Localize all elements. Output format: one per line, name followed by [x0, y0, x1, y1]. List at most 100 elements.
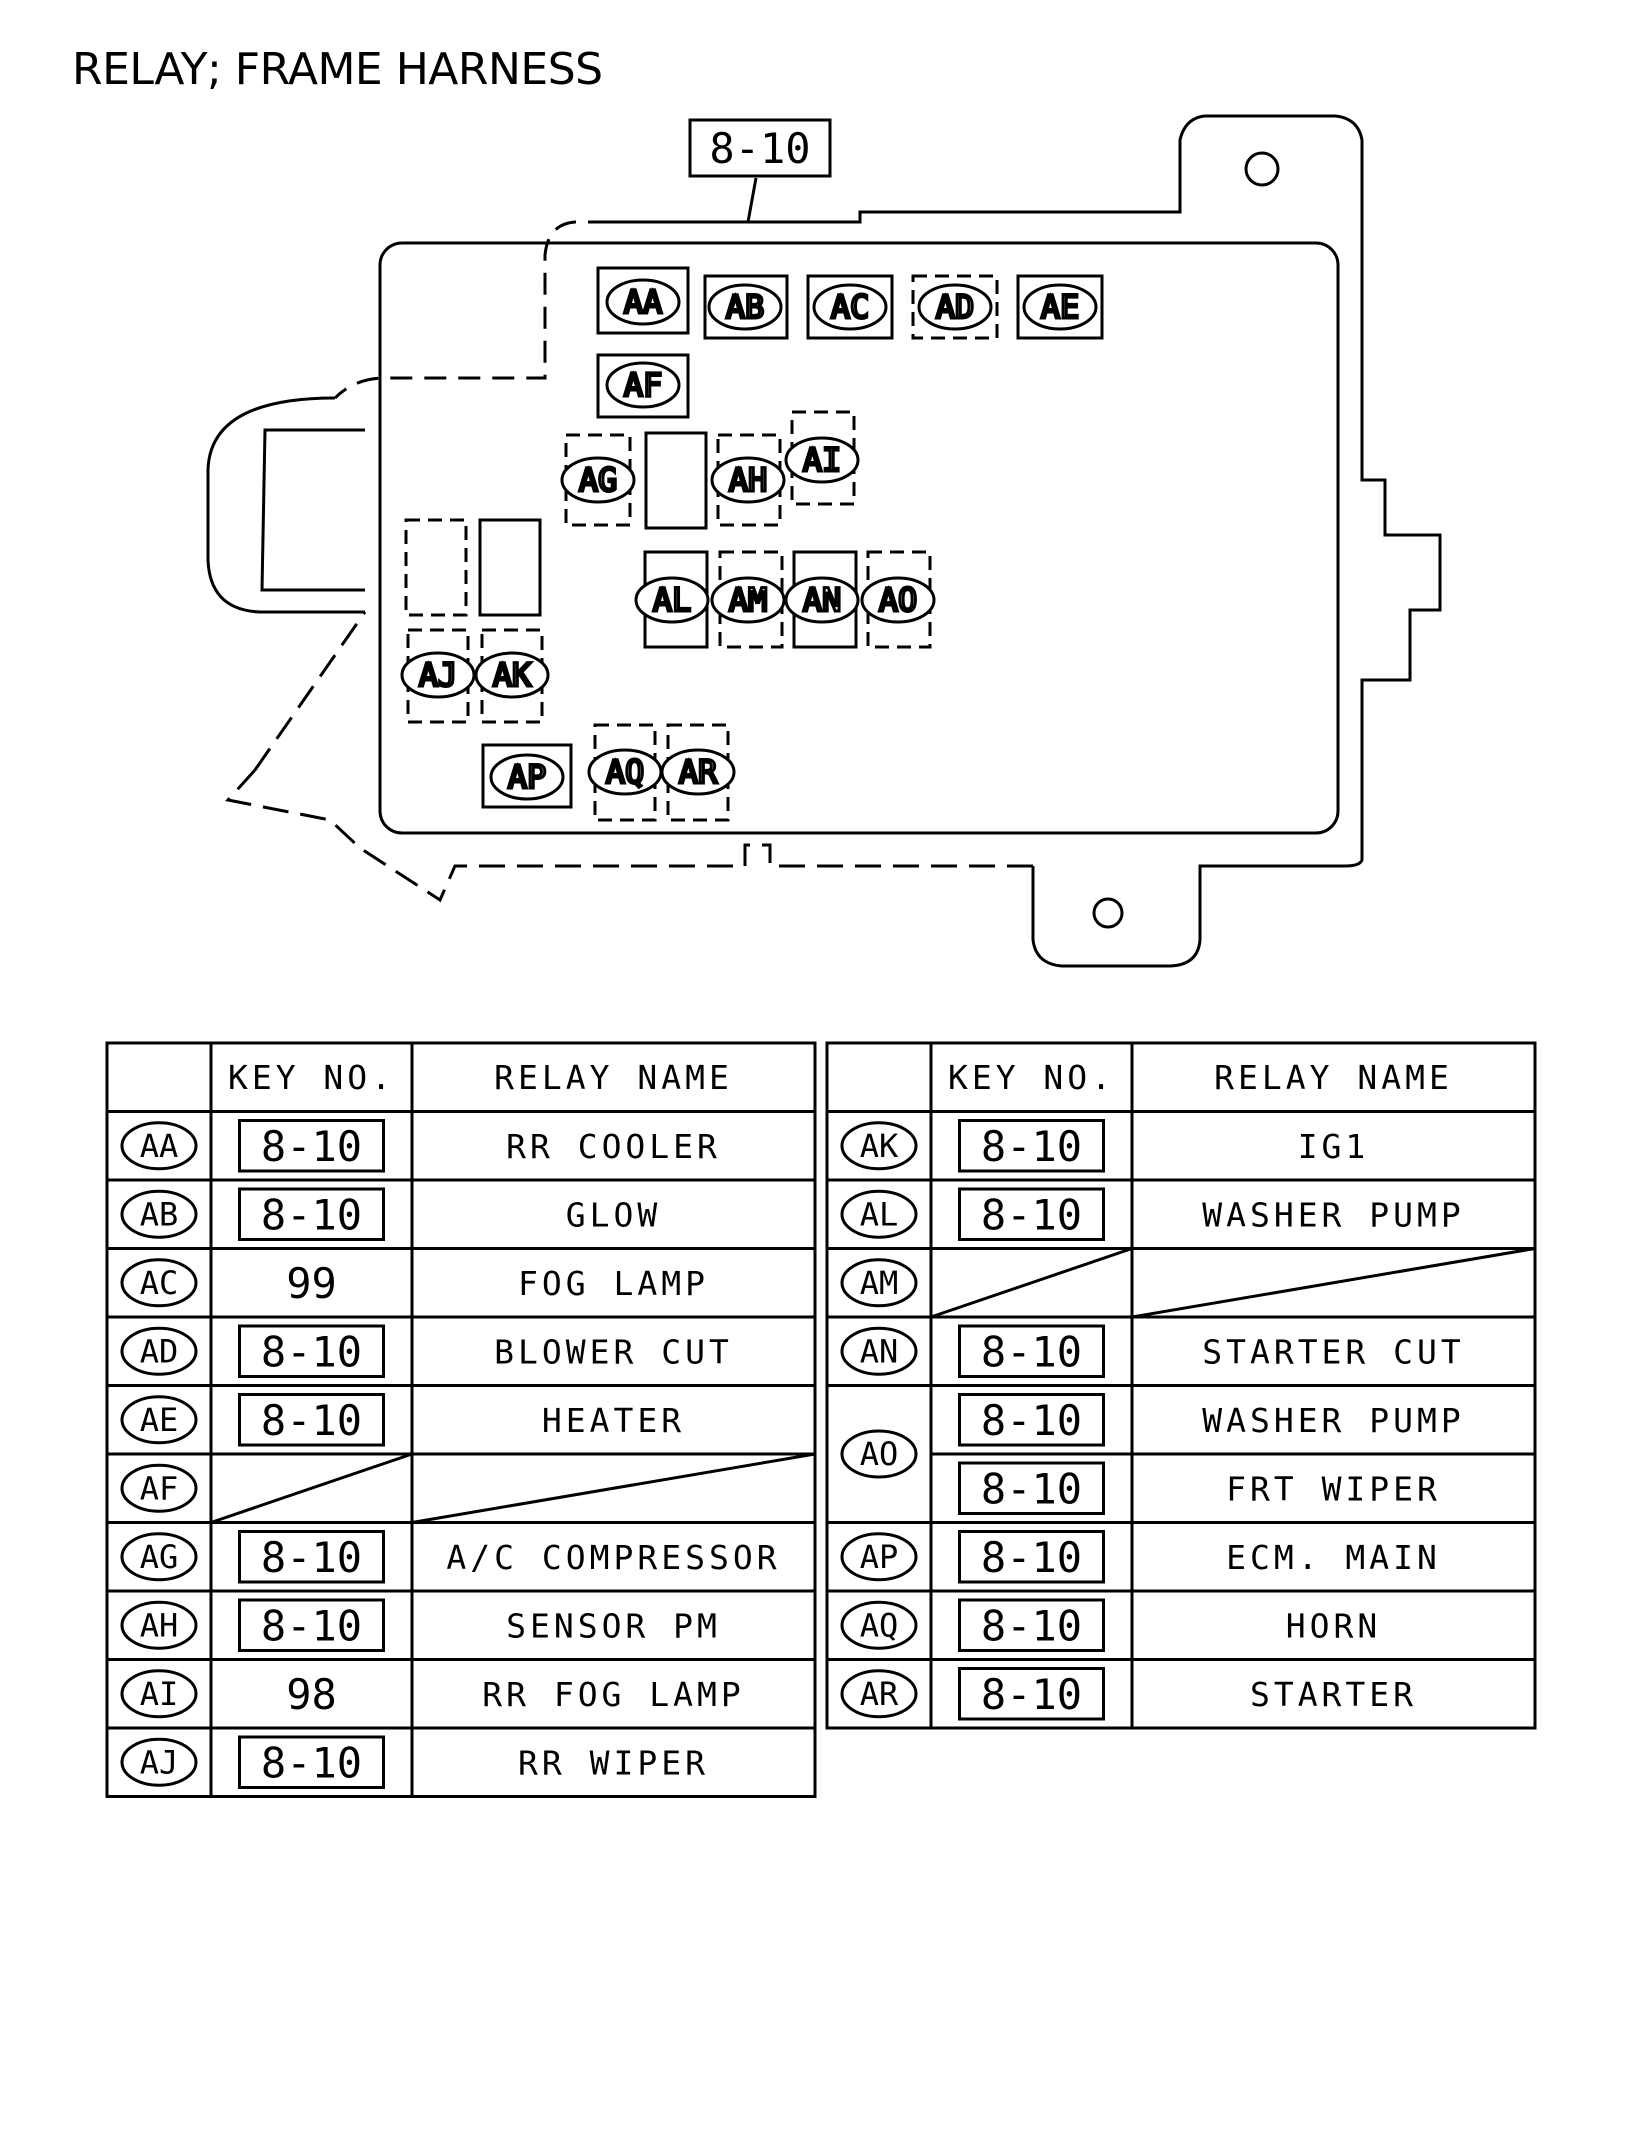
housing-right-dash: [1031, 700, 1364, 968]
relay-id-label: AA: [624, 283, 663, 321]
key-box: [238, 1530, 385, 1584]
inner-panel: [378, 241, 1340, 835]
row-id-al: AL: [840, 1189, 918, 1239]
key-number: 8-10: [261, 1738, 362, 1787]
relay-socket-ae: [1016, 274, 1104, 340]
key-box: [238, 1187, 385, 1241]
empty-name-slash: [1131, 1247, 1536, 1319]
relay-id-label: AR: [679, 753, 718, 791]
svg-text:AF: AF: [140, 1469, 179, 1507]
relay-socket-ab: [703, 274, 789, 340]
relay-marker-ag: AG: [560, 456, 636, 504]
relay-socket-ap: [481, 743, 573, 809]
relay-marker-aq: AQ: [587, 748, 663, 796]
relay-id-label: AN: [803, 581, 842, 619]
key-box: [958, 1187, 1105, 1241]
relay-marker-ae: AE: [1022, 283, 1098, 331]
relay-id-label: AQ: [606, 753, 645, 791]
key-box: [958, 1393, 1105, 1447]
relay-name: A/C COMPRESSOR: [446, 1538, 780, 1577]
empty-relay-socket: [478, 518, 542, 617]
key-box: [238, 1735, 385, 1789]
key-box: [958, 1119, 1105, 1173]
relay-socket-aj: [406, 628, 470, 724]
relay-id-label: AF: [624, 366, 663, 404]
housing-outer-top-dash: [333, 220, 610, 400]
key-box: [958, 1667, 1105, 1721]
row-id-ai: AI: [120, 1669, 198, 1719]
relay-socket-ag: [564, 433, 632, 527]
relay-name: WASHER PUMP: [1202, 1401, 1465, 1440]
relay-socket-ai: [790, 410, 856, 506]
relay-name: SENSOR PM: [506, 1606, 721, 1645]
svg-text:AP: AP: [860, 1538, 899, 1576]
relay-name: STARTER: [1250, 1675, 1417, 1714]
relay-name: WASHER PUMP: [1202, 1195, 1465, 1234]
svg-text:AC: AC: [140, 1264, 179, 1302]
row-id-ao: AO: [840, 1429, 918, 1479]
key-box: [238, 1598, 385, 1652]
relay-socket-ah: [716, 433, 782, 527]
svg-text:AB: AB: [140, 1195, 179, 1233]
relay-socket-ak: [480, 628, 544, 724]
relay-name: FRT WIPER: [1226, 1469, 1441, 1508]
page-title: RELAY; FRAME HARNESS: [72, 44, 603, 95]
relay-id-label: AE: [1041, 288, 1080, 326]
relay-id-label: AC: [831, 288, 870, 326]
relay-marker-af: AF: [605, 361, 681, 409]
key-number: 8-10: [261, 1327, 362, 1376]
empty-name-slash: [411, 1452, 816, 1524]
key-box: [958, 1324, 1105, 1378]
row-id-ae: AE: [120, 1395, 198, 1445]
key-box: [958, 1530, 1105, 1584]
relay-name: HORN: [1286, 1606, 1381, 1645]
svg-text:AJ: AJ: [140, 1743, 179, 1781]
relay-marker-aj: AJ: [400, 651, 476, 699]
row-id-an: AN: [840, 1326, 918, 1376]
svg-text:AR: AR: [860, 1675, 899, 1713]
relay-socket-af: [596, 353, 690, 419]
relay-name: STARTER CUT: [1202, 1332, 1465, 1371]
key-box: [958, 1461, 1105, 1515]
housing-left-inner: [260, 428, 365, 592]
relay-id-label: AP: [508, 758, 547, 796]
relay-marker-an: AN: [784, 576, 860, 624]
housing-right-side: [1360, 345, 1442, 700]
relay-marker-ad: AD: [917, 283, 993, 331]
relay-marker-ab: AB: [707, 283, 783, 331]
row-id-aq: AQ: [840, 1600, 918, 1650]
svg-text:AN: AN: [860, 1332, 899, 1370]
svg-text:AK: AK: [860, 1127, 899, 1165]
key-number: 8-10: [981, 1533, 1082, 1582]
relay-socket-ac: [806, 274, 894, 340]
key-number: 8-10: [981, 1327, 1082, 1376]
key-number: 8-10: [981, 1122, 1082, 1171]
row-id-ak: AK: [840, 1121, 918, 1171]
relay-id-label: AJ: [419, 656, 458, 694]
relay-socket-aq: [593, 723, 657, 822]
relay-marker-ah: AH: [710, 456, 786, 504]
svg-text:AI: AI: [140, 1675, 179, 1713]
svg-text:AL: AL: [860, 1195, 899, 1233]
relay-name: IG1: [1298, 1127, 1370, 1166]
svg-text:AD: AD: [140, 1332, 179, 1370]
row-id-aj: AJ: [120, 1737, 198, 1787]
key-number: 8-10: [981, 1601, 1082, 1650]
header-relay-name: RELAY NAME: [1214, 1058, 1453, 1097]
relay-name: RR FOG LAMP: [482, 1675, 745, 1714]
relay-socket-ad: [911, 274, 999, 340]
key-number: 8-10: [981, 1464, 1082, 1513]
relay-name: FOG LAMP: [518, 1264, 709, 1303]
mount-hole-bottom: [1092, 897, 1124, 929]
key-box: [238, 1324, 385, 1378]
key-number: 8-10: [261, 1190, 362, 1239]
relay-marker-ap: AP: [489, 753, 565, 801]
row-id-am: AM: [840, 1258, 918, 1308]
relay-name: HEATER: [542, 1401, 685, 1440]
svg-text:AH: AH: [140, 1606, 179, 1644]
relay-name: RR WIPER: [518, 1743, 709, 1782]
key-number: 8-10: [981, 1190, 1082, 1239]
